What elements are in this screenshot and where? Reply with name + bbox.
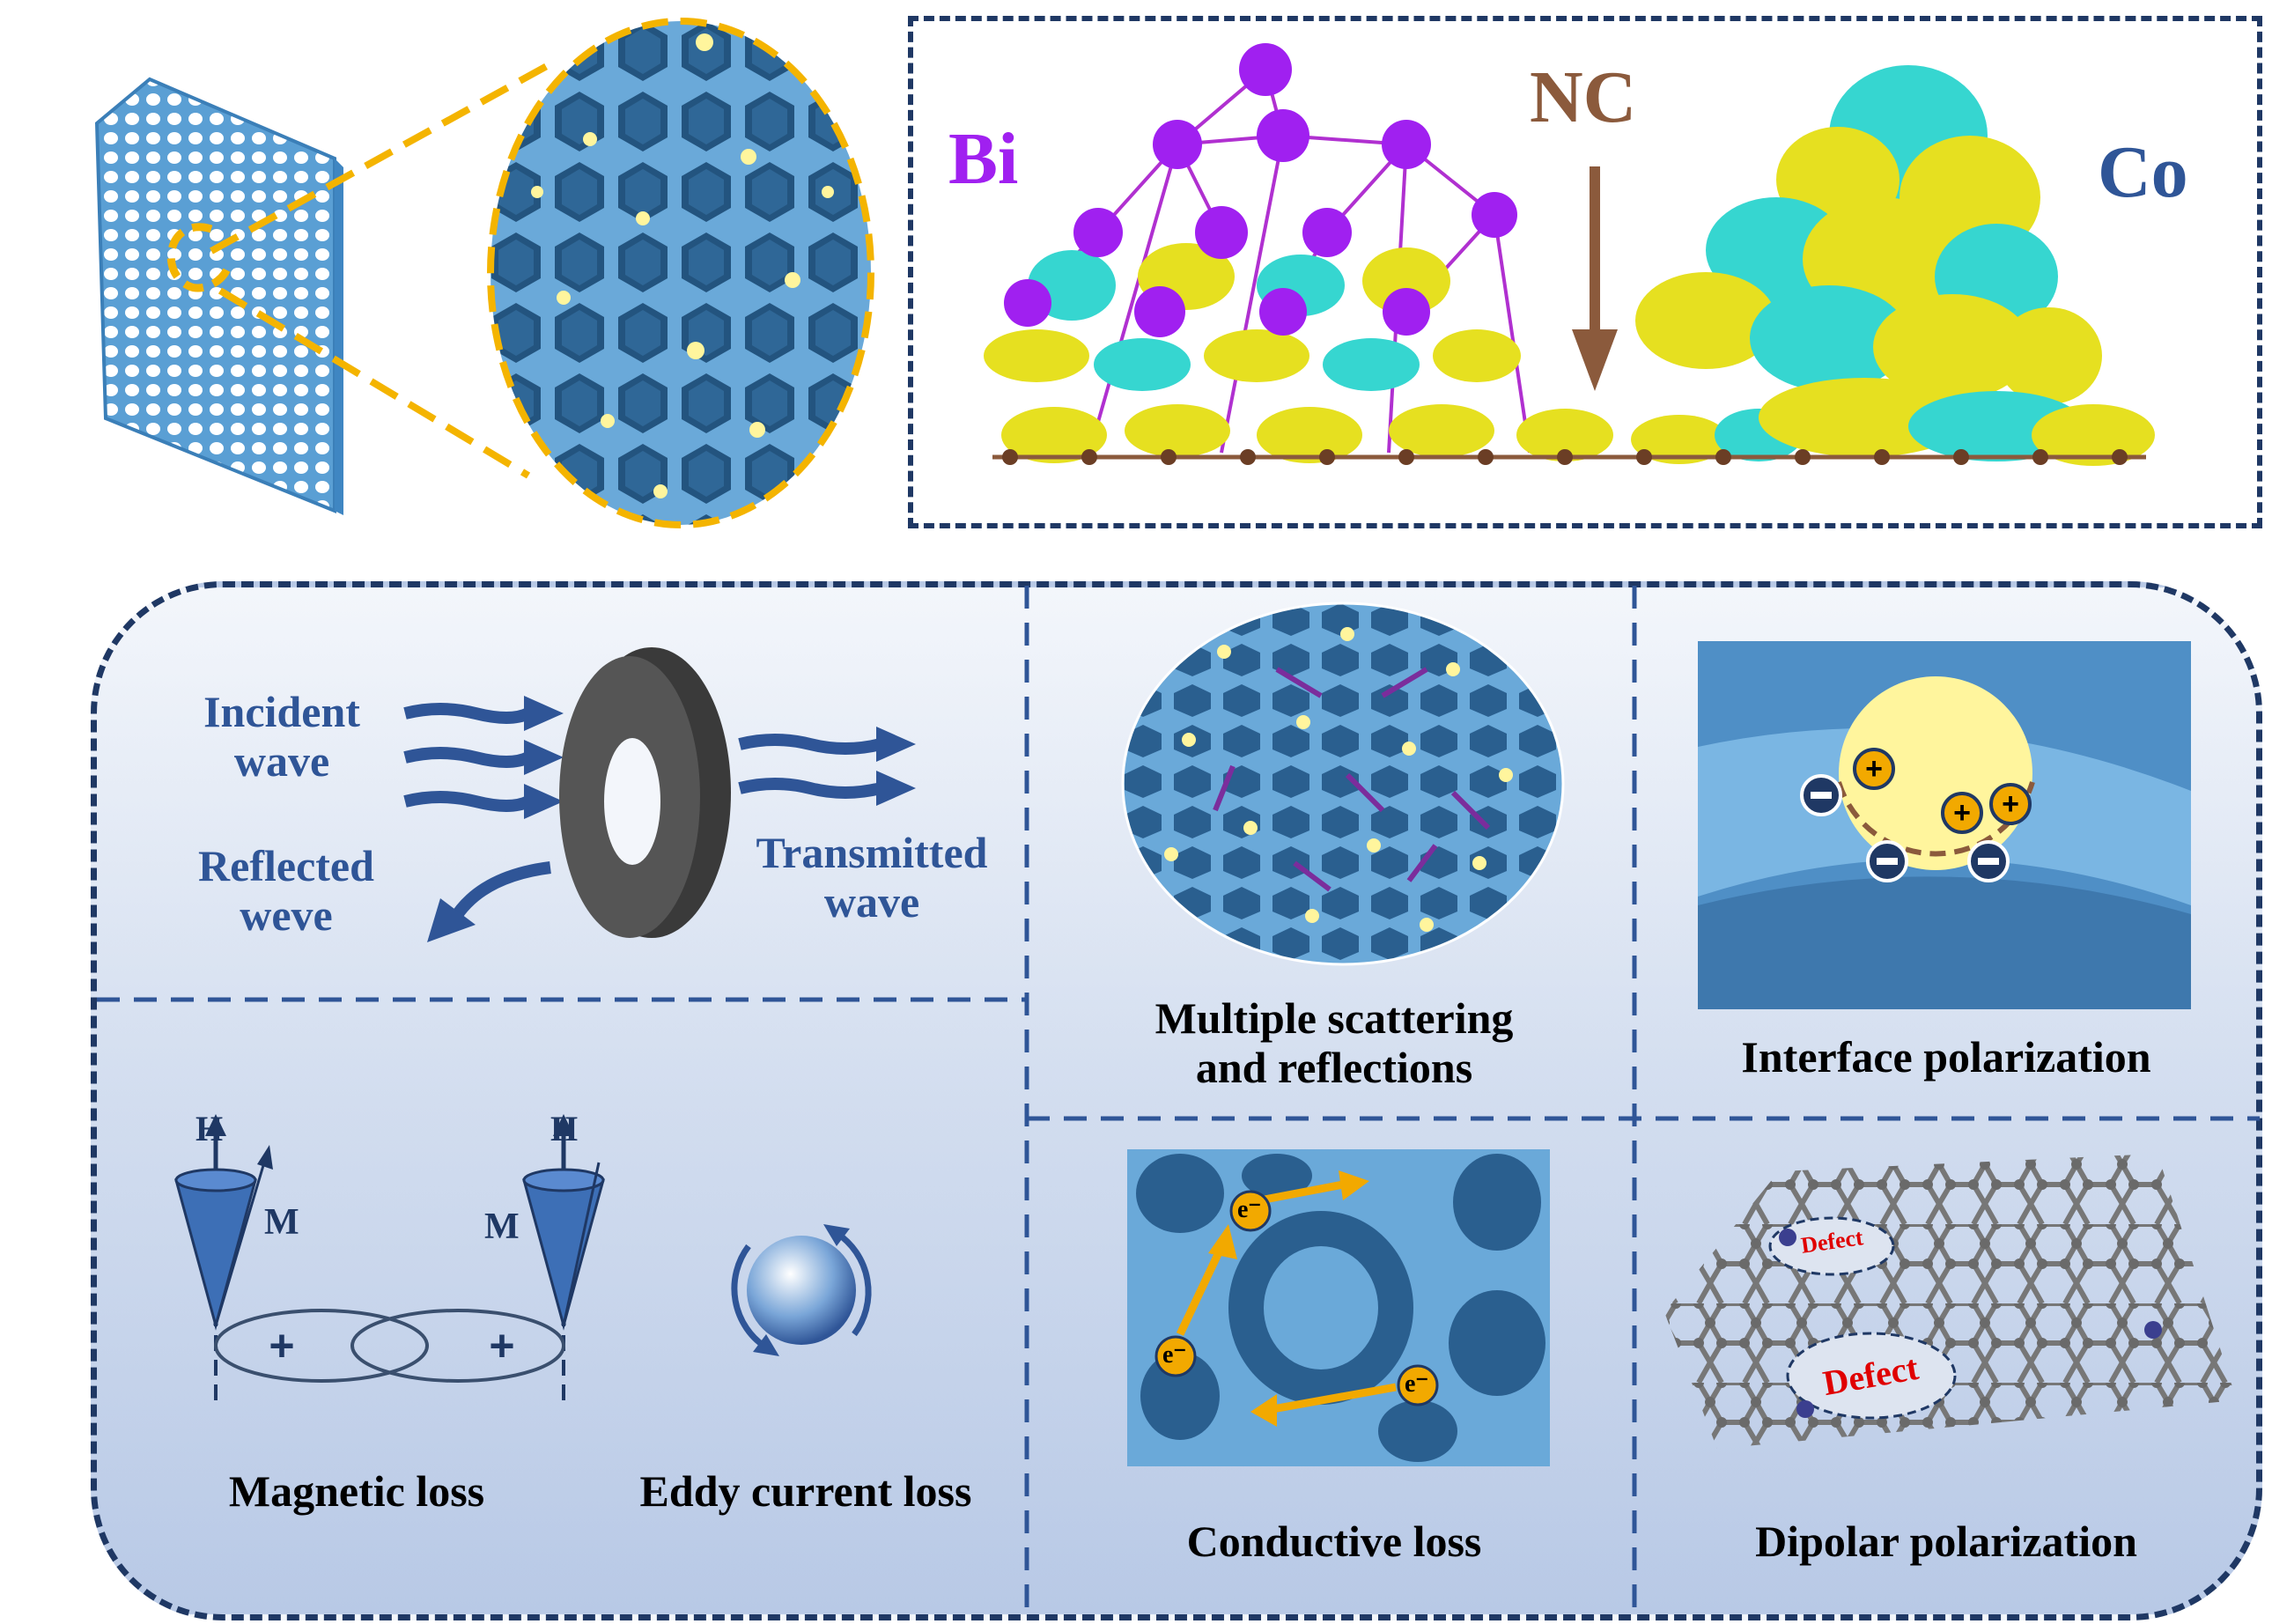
co-label: Co — [2098, 131, 2188, 213]
svg-text:+: + — [1953, 796, 1971, 830]
svg-text:+: + — [1865, 752, 1883, 786]
wave-interaction-diagram — [387, 643, 933, 942]
dipolar-polarization-label: Dipolar polarization — [1755, 1517, 2137, 1566]
charge-density-structure — [984, 43, 2155, 466]
charge-density-panel: Bi NC Co — [908, 16, 2262, 528]
electron-label-1: e⁻ — [1237, 1196, 1262, 1223]
svg-text:+: + — [2002, 787, 2019, 821]
scattering-label: Multiple scattering and reflections — [1154, 993, 1514, 1092]
graphene-defect-illustration — [1664, 1145, 2246, 1471]
magnetic-loss-diagram: + + — [150, 1110, 608, 1400]
m-right-label: M — [484, 1207, 520, 1247]
scattering-illustration — [1118, 599, 1568, 969]
conductive-loss-illustration — [1127, 1149, 1550, 1466]
h-right-label: H — [550, 1109, 579, 1148]
eddy-current-diagram — [713, 1207, 889, 1374]
h-left-label: H — [195, 1109, 224, 1148]
m-left-label: M — [264, 1202, 299, 1243]
foam-slab-illustration — [79, 70, 361, 528]
zoom-guide-lines — [0, 0, 616, 546]
electron-label-2: e⁻ — [1162, 1341, 1187, 1369]
reflected-arrow — [401, 859, 559, 956]
bi-label: Bi — [948, 118, 1019, 200]
interface-polarization-illustration: + + + — [1698, 641, 2191, 1009]
interface-polarization-label: Interface polarization — [1741, 1032, 2151, 1081]
transmitted-wave-label: Transmitted wave — [756, 828, 988, 926]
nc-label: NC — [1530, 56, 1637, 138]
foam-zoom-circle — [484, 16, 877, 530]
slab-selection-marker — [150, 211, 247, 308]
electron-label-3: e⁻ — [1405, 1370, 1429, 1398]
reflected-wave-label: Reflected weve — [198, 841, 374, 940]
eddy-current-loss-label: Eddy current loss — [639, 1466, 972, 1516]
incident-wave-label: Incident wave — [203, 687, 360, 786]
svg-text:+: + — [489, 1321, 514, 1370]
magnetic-loss-label: Magnetic loss — [228, 1466, 485, 1516]
conductive-loss-label: Conductive loss — [1186, 1517, 1482, 1566]
svg-text:+: + — [269, 1321, 294, 1370]
